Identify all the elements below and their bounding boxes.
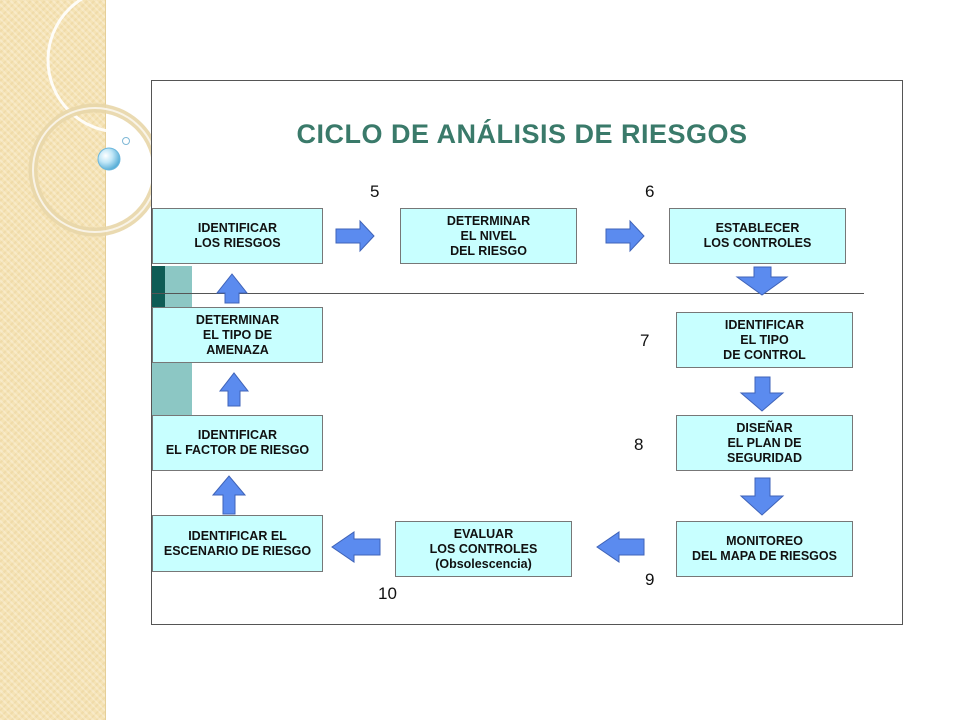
arrow-up-2: [218, 372, 250, 407]
step-number-6: 6: [645, 182, 655, 201]
step-number-5: 5: [370, 182, 380, 201]
node-determinar-amenaza: DETERMINAR EL TIPO DE AMENAZA: [152, 307, 323, 363]
arrow-up-1: [211, 475, 247, 515]
node-determinar-nivel: DETERMINAR EL NIVEL DEL RIESGO: [400, 208, 577, 264]
separator-line: [152, 293, 864, 294]
node-disenar-plan: DISEÑAR EL PLAN DE SEGURIDAD: [676, 415, 853, 471]
arrow-right-2: [605, 219, 645, 253]
arrow-up-3: [215, 273, 249, 304]
node-evaluar-controles: EVALUAR LOS CONTROLES (Obsolescencia): [395, 521, 572, 577]
node-identificar-factor: IDENTIFICAR EL FACTOR DE RIESGO: [152, 415, 323, 471]
node-identificar-escenario: IDENTIFICAR EL ESCENARIO DE RIESGO: [152, 515, 323, 572]
node-establecer-controles: ESTABLECER LOS CONTROLES: [669, 208, 846, 264]
diagram-frame: CICLO DE ANÁLISIS DE RIESGOS IDENTIFICAR…: [151, 80, 903, 625]
arrow-down-3: [739, 477, 785, 516]
arrow-left-1: [596, 531, 645, 563]
step-number-9: 9: [645, 570, 655, 589]
node-identificar-riesgos: IDENTIFICAR LOS RIESGOS: [152, 208, 323, 264]
step-number-7: 7: [640, 331, 650, 350]
arrow-right-1: [335, 219, 375, 253]
node-monitoreo: MONITOREO DEL MAPA DE RIESGOS: [676, 521, 853, 577]
diagram-title: CICLO DE ANÁLISIS DE RIESGOS: [296, 119, 748, 149]
step-number-10: 10: [378, 584, 397, 603]
node-identificar-tipo-control: IDENTIFICAR EL TIPO DE CONTROL: [676, 312, 853, 368]
arrow-down-1: [735, 266, 789, 296]
arrow-down-2: [739, 376, 785, 412]
flow-arrows: [211, 219, 789, 563]
arrow-left-2: [331, 531, 381, 563]
step-number-8: 8: [634, 435, 644, 454]
